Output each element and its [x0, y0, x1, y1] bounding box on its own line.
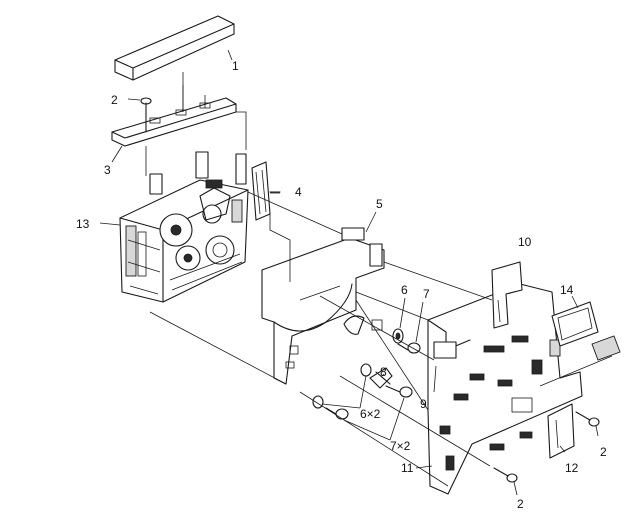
callout-1: 1: [232, 59, 239, 73]
part-3-bracket: [111, 85, 237, 147]
callout-2-right: 2: [600, 445, 607, 459]
callout-13: 13: [76, 217, 90, 231]
callout-9: 9: [420, 397, 427, 411]
part-13-tape-mechanism: [119, 151, 249, 303]
part-6-washer: [392, 328, 404, 344]
callout-4: 4: [295, 185, 302, 199]
part-12-side-bracket: [547, 403, 575, 459]
callout-leaders: [99, 49, 599, 496]
callout-14: 14: [560, 283, 574, 297]
callout-3: 3: [104, 163, 111, 177]
screw-2-right: [575, 411, 600, 427]
callout-11: 11: [401, 461, 414, 475]
callout-7: 7: [423, 287, 430, 301]
callout-2-top: 2: [111, 93, 118, 107]
assembly-guide-lines: [145, 72, 613, 487]
callout-10: 10: [518, 235, 532, 249]
callout-7x2: 7×2: [390, 439, 411, 453]
part-14-shield-plate: [551, 301, 621, 361]
part-6-washers-pair: [312, 363, 372, 409]
part-10-flex-cable: [491, 261, 523, 329]
callout-5: 5: [376, 197, 383, 211]
callout-8: 8: [380, 365, 387, 379]
callout-2-bottom: 2: [517, 497, 524, 511]
part-1-top-cover: [114, 15, 235, 81]
part-7-screw: [397, 342, 421, 354]
part-4-flex-cable: [251, 161, 281, 221]
part-5-chassis-frame: [261, 227, 385, 385]
screw-2-bottom: [493, 467, 518, 483]
part-11-main-circuit-board: [427, 283, 583, 495]
screw-2-top: [140, 97, 152, 133]
callout-labels: 1 2 3 4 13 5 10 6 7 14 8 9 6×2 7×2 2 11 …: [76, 59, 607, 511]
callout-12: 12: [565, 461, 579, 475]
callout-6: 6: [401, 283, 408, 297]
callout-6x2: 6×2: [360, 407, 381, 421]
part-8-clip: [369, 367, 393, 389]
